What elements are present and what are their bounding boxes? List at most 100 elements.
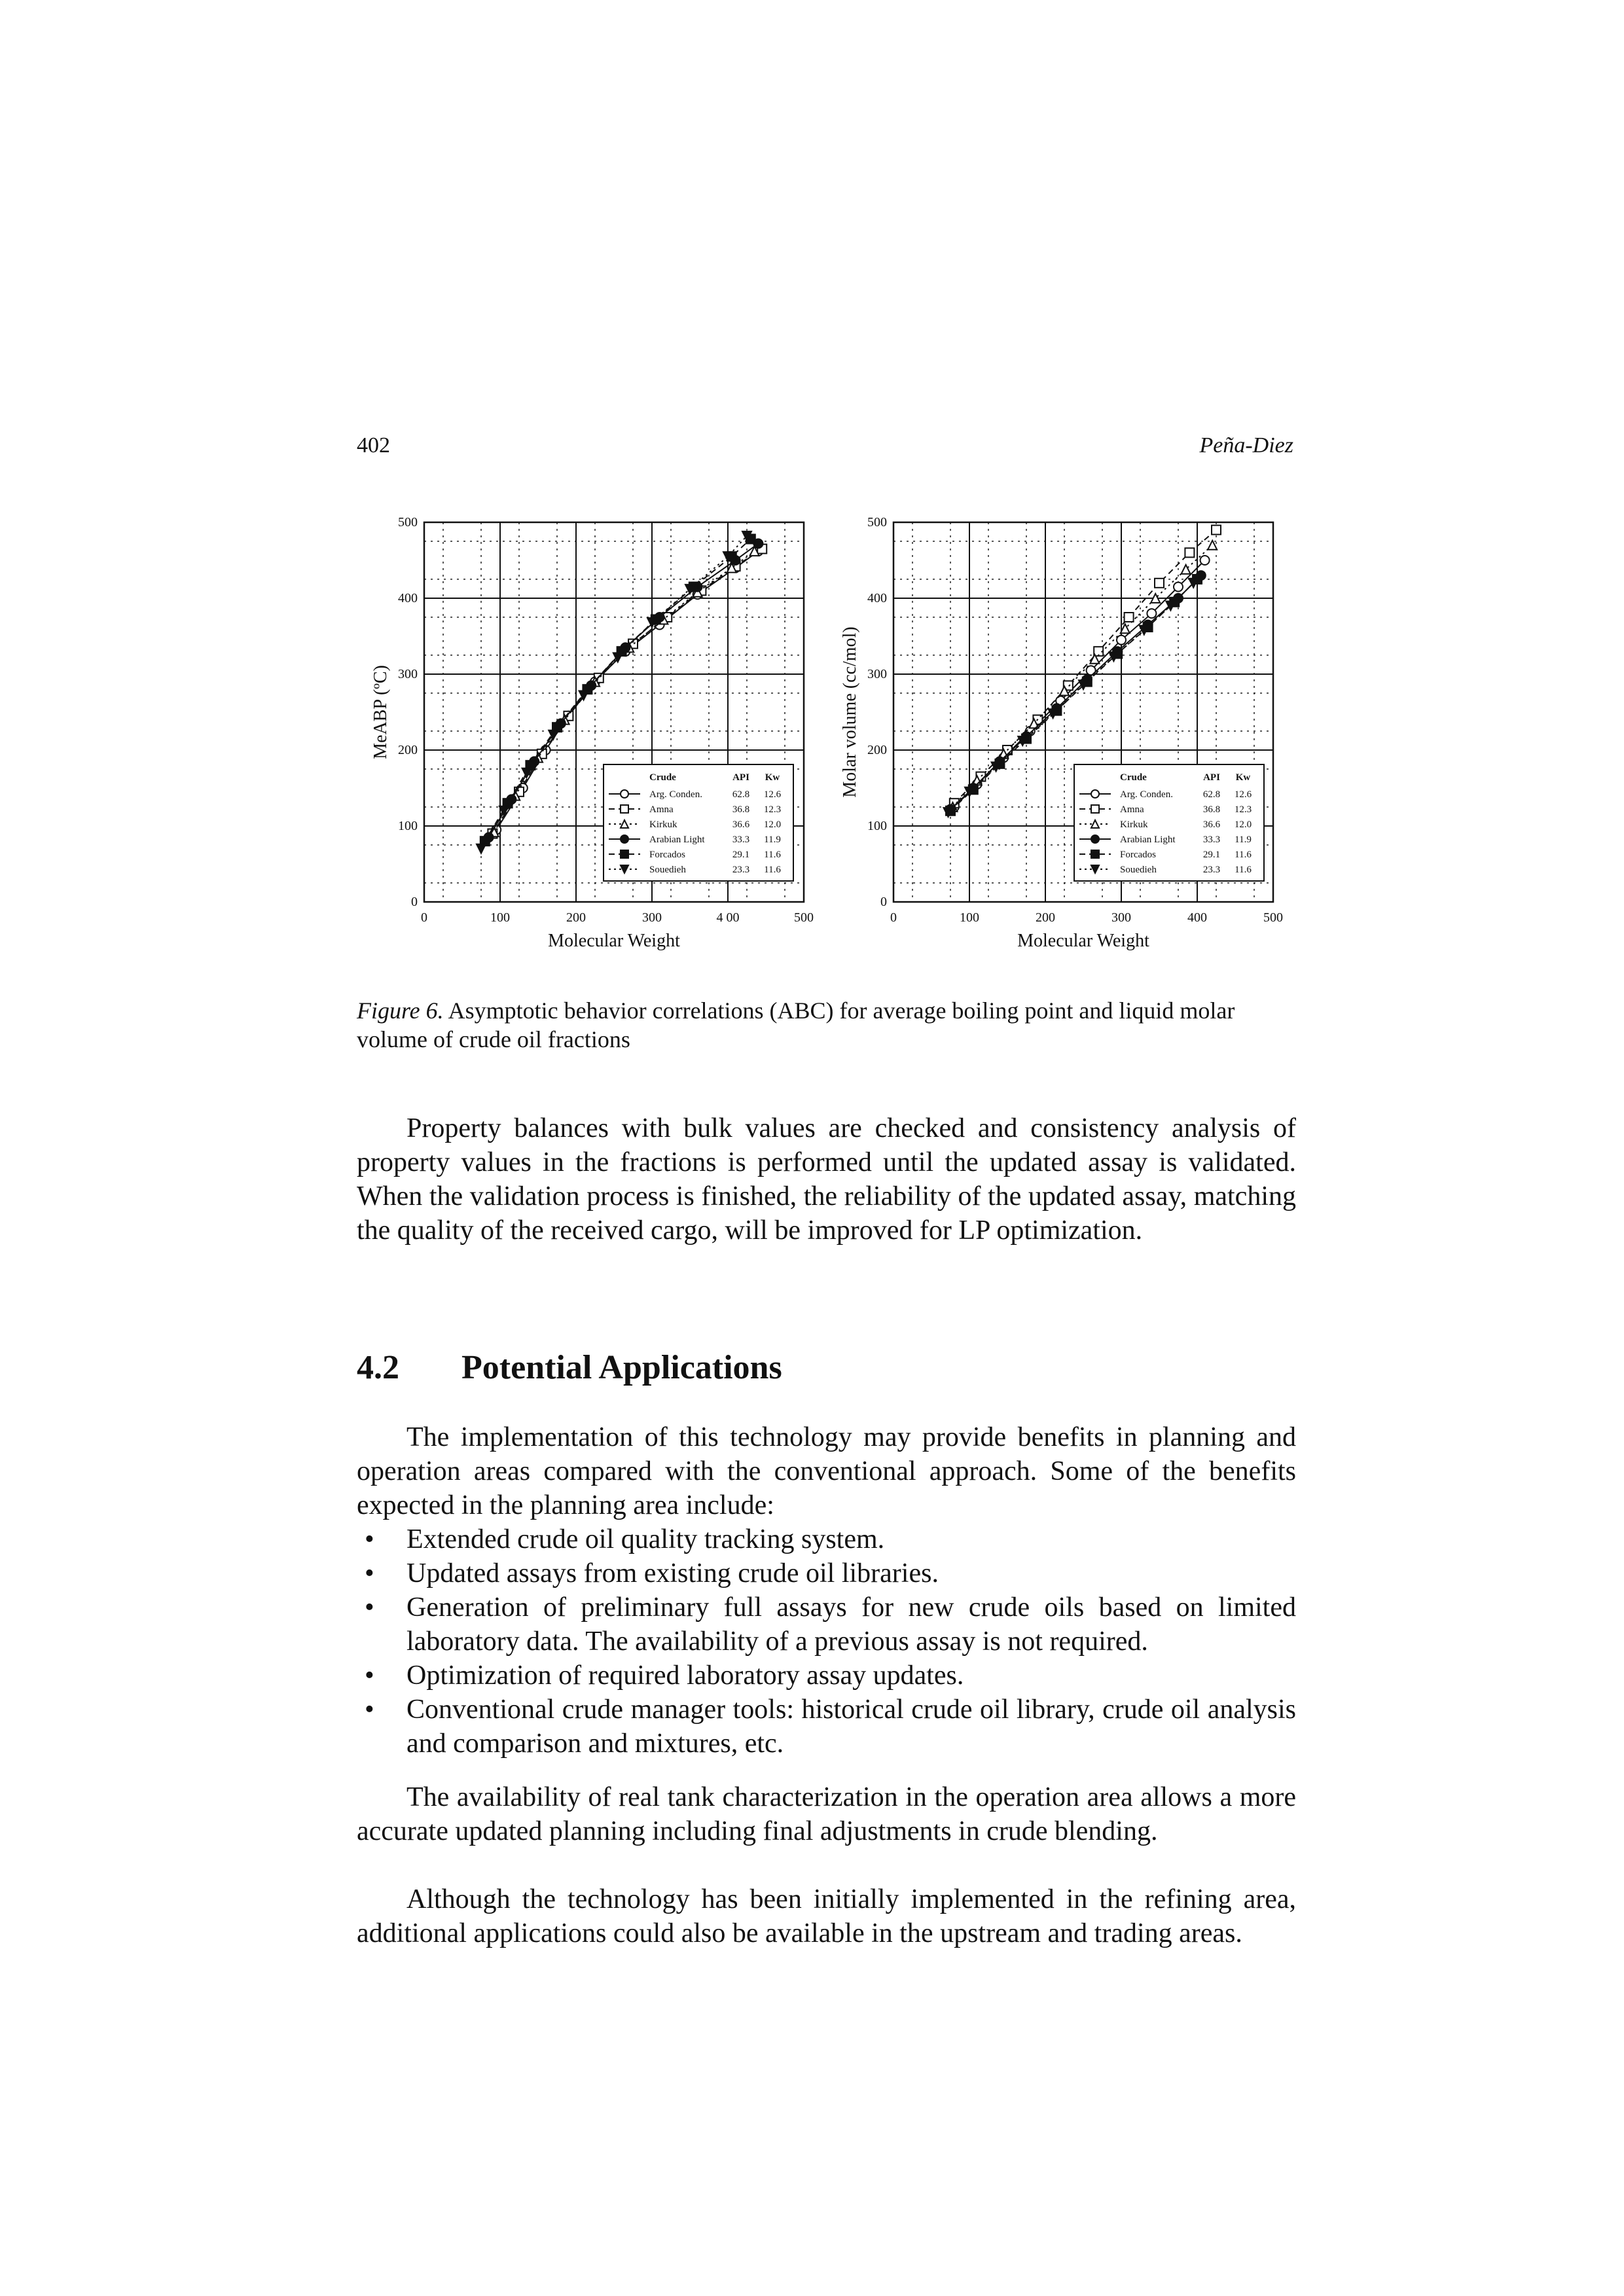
- list-item: •Extended crude oil quality tracking sys…: [357, 1522, 1296, 1556]
- legend-entry-kw: 11.6: [1235, 865, 1252, 875]
- legend-marker-icon: [620, 834, 629, 844]
- legend-marker-icon: [1090, 865, 1100, 875]
- data-point: [520, 767, 533, 780]
- data-point: [1123, 612, 1134, 622]
- data-point: [1077, 679, 1089, 691]
- data-point: [577, 690, 590, 702]
- data-point: [964, 786, 975, 798]
- data-point: [1119, 622, 1131, 634]
- legend-entry-name: Forcados: [1120, 850, 1156, 860]
- data-point: [1146, 608, 1157, 619]
- legend-entry-api: 33.3: [1203, 834, 1220, 845]
- legend-entry-api: 36.8: [1203, 804, 1220, 815]
- legend-entry-name: Amna: [1120, 804, 1144, 815]
- series-souedieh: [942, 577, 1199, 819]
- section-number: 4.2: [357, 1349, 399, 1386]
- legend-entry-name: Amna: [649, 804, 674, 815]
- legend-entry-kw: 11.6: [1235, 850, 1252, 860]
- data-point: [1211, 524, 1221, 535]
- data-point: [1028, 717, 1040, 729]
- data-point: [612, 652, 624, 664]
- legend-entry-api: 23.3: [1203, 865, 1220, 875]
- data-point: [1199, 555, 1210, 565]
- legend-entry-kw: 11.9: [764, 834, 781, 845]
- legend-entry-name: Arg. Conden.: [1120, 789, 1173, 800]
- y-axis-label: Molar volume (cc/mol): [840, 626, 860, 797]
- legend-entry-name: Arg. Conden.: [649, 789, 702, 800]
- data-point: [1108, 651, 1120, 663]
- figure-caption: Figure 6. Asymptotic behavior correlatio…: [357, 996, 1296, 1054]
- data-point: [942, 807, 954, 819]
- page-number: 402: [357, 433, 390, 457]
- data-point: [1085, 665, 1096, 676]
- legend-marker-icon: [620, 850, 629, 859]
- series-line: [480, 535, 748, 850]
- data-point: [691, 586, 704, 598]
- bullet-icon: •: [365, 1695, 374, 1725]
- y-tick-label: 300: [398, 667, 418, 681]
- x-tick-label: 200: [566, 910, 586, 925]
- legend-entry-kw: 12.3: [764, 804, 781, 815]
- running-head: Peña-Diez: [1199, 433, 1293, 457]
- legend-entry-api: 36.6: [732, 819, 750, 830]
- legend-header: Kw: [765, 772, 780, 783]
- data-point: [1187, 577, 1199, 590]
- legend-header: Kw: [1236, 772, 1251, 783]
- series-souedieh: [475, 530, 753, 855]
- legend-header: API: [732, 772, 749, 783]
- y-tick-label: 500: [398, 515, 418, 529]
- paragraph-upstream-trading: Although the technology has been initial…: [357, 1884, 1296, 1948]
- x-tick-label: 300: [642, 910, 662, 925]
- x-axis-label: Molecular Weight: [548, 931, 680, 951]
- legend-entry-kw: 12.0: [764, 819, 781, 830]
- y-tick-label: 500: [867, 515, 887, 529]
- y-tick-label: 200: [867, 743, 887, 757]
- data-point: [547, 729, 559, 742]
- legend-entry-name: Arabian Light: [649, 834, 705, 845]
- legend-entry-kw: 11.9: [1235, 834, 1252, 845]
- legend-entry-api: 29.1: [1203, 850, 1220, 860]
- legend-entry-name: Kirkuk: [1120, 819, 1148, 830]
- data-point: [1116, 634, 1127, 645]
- y-tick-label: 100: [867, 819, 887, 833]
- data-point: [1138, 624, 1150, 636]
- x-tick-label: 100: [960, 910, 979, 925]
- series-forcados: [479, 533, 756, 847]
- legend-marker-icon: [1091, 804, 1100, 814]
- data-point: [1047, 708, 1059, 720]
- legend-entry-api: 33.3: [732, 834, 749, 845]
- legend-entry-name: Kirkuk: [649, 819, 677, 830]
- legend-entry-kw: 12.0: [1235, 819, 1252, 830]
- data-point: [1154, 577, 1164, 588]
- bullet-icon: •: [365, 1558, 374, 1588]
- legend-entry-api: 36.8: [732, 804, 749, 815]
- data-point: [498, 805, 510, 817]
- list-item-text: Optimization of required laboratory assa…: [406, 1660, 964, 1691]
- data-point: [726, 562, 738, 573]
- data-point: [1206, 539, 1218, 550]
- legend-box: [1074, 764, 1265, 882]
- legend-marker-icon: [1091, 789, 1100, 798]
- legend-marker-icon: [619, 818, 630, 829]
- benefits-list: •Extended crude oil quality tracking sys…: [357, 1522, 1296, 1761]
- legend-entry-api: 29.1: [732, 850, 749, 860]
- x-tick-label: 0: [421, 910, 427, 925]
- data-point: [1180, 563, 1192, 575]
- list-item: •Updated assays from existing crude oil …: [357, 1556, 1296, 1590]
- series-line: [484, 538, 751, 842]
- list-item: •Optimization of required laboratory ass…: [357, 1659, 1296, 1693]
- data-point: [741, 530, 753, 543]
- legend-entry-kw: 12.6: [1235, 789, 1252, 800]
- legend-marker-icon: [620, 789, 629, 798]
- figure-caption-text: Asymptotic behavior correlations (ABC) f…: [357, 997, 1235, 1052]
- plot-frame: [892, 521, 1274, 903]
- list-item-text: Generation of preliminary full assays fo…: [406, 1592, 1296, 1657]
- legend-entry-api: 62.8: [1203, 789, 1220, 800]
- series-line: [954, 529, 1217, 804]
- data-point: [646, 617, 658, 629]
